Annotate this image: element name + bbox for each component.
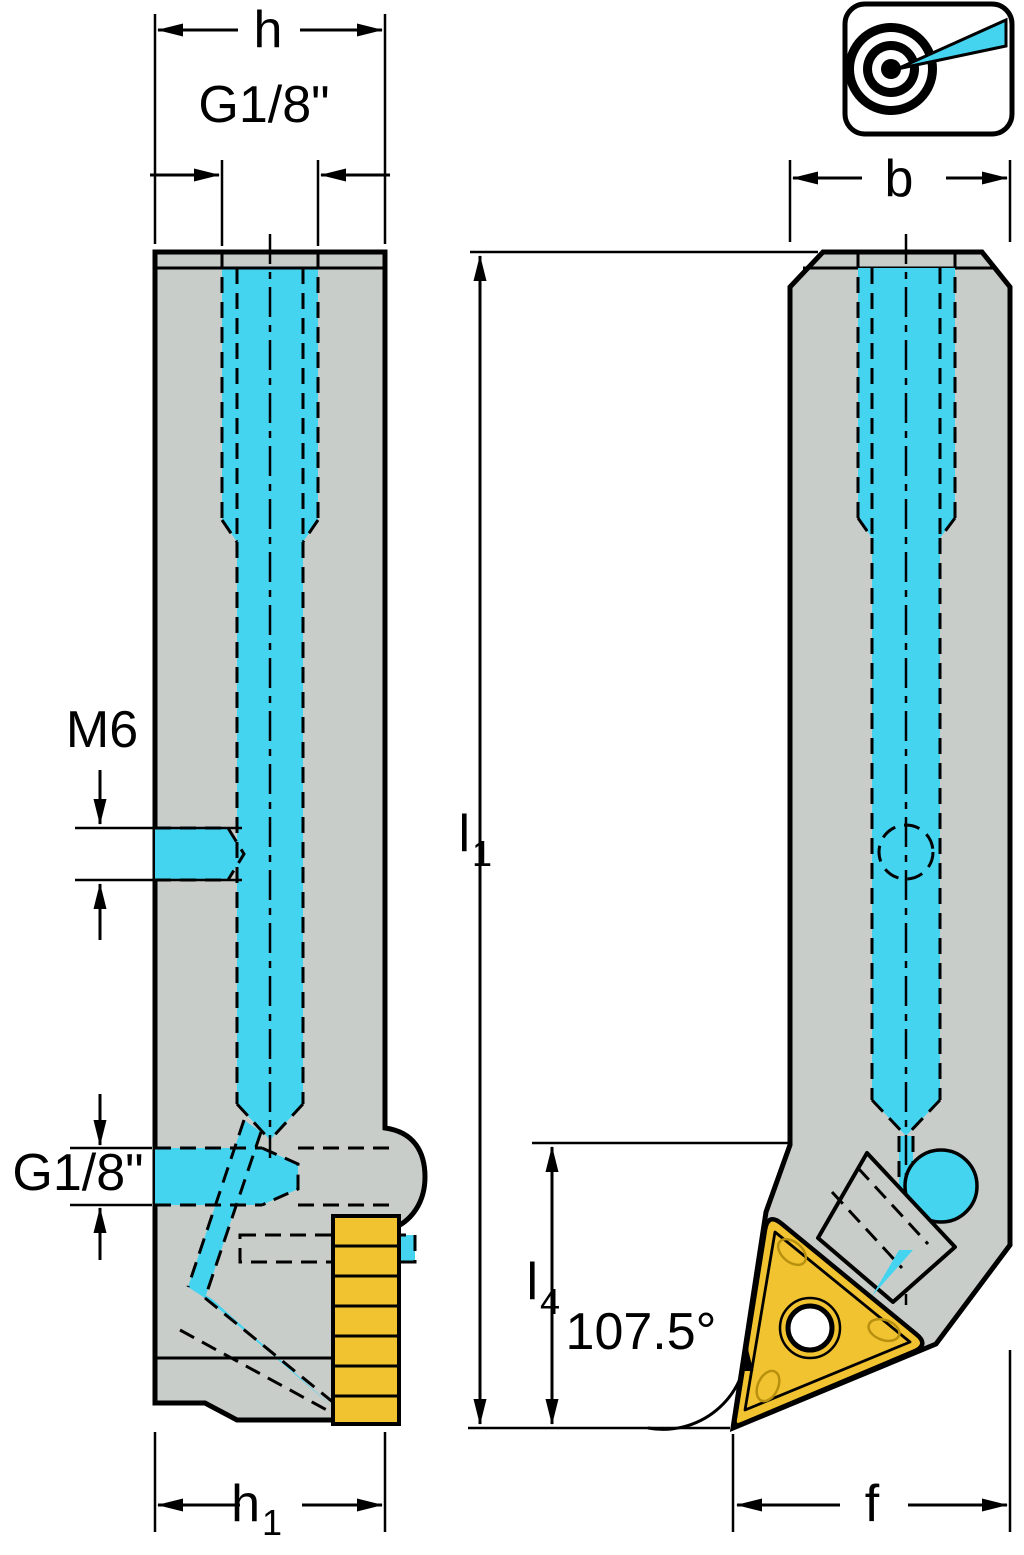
dim-label-h1-sub: 1: [262, 1502, 282, 1543]
coolant-jet-icon: [896, 17, 1008, 71]
clamp-wedge: [816, 1151, 957, 1304]
target-icon: [845, 23, 937, 115]
angle-arc: [647, 1345, 754, 1431]
dim-label-angle: 107.5°: [566, 1303, 717, 1361]
dim-label-m6: M6: [66, 701, 138, 759]
dim-label-l1-sub: 1: [472, 833, 492, 874]
insert-side-view: [331, 1214, 401, 1426]
dim-label-b: b: [885, 150, 914, 208]
side-view: [152, 234, 428, 1426]
coolant-outlet-bore: [903, 1148, 979, 1224]
dimension-lines: h G1/8" M6 G1/8" h 1 b l 1 l 4 107.5° f: [12, 1, 1012, 1543]
insert-front-view: [732, 1216, 925, 1428]
insert-screw-hole: [785, 1303, 835, 1353]
m6-side-port: [155, 828, 244, 880]
hidden-edges-side: [155, 252, 417, 1416]
dim-label-h: h: [254, 1, 283, 59]
dim-label-g18-side: G1/8": [12, 1144, 143, 1202]
dim-label-l1: l: [458, 805, 470, 863]
dim-label-l4-sub: 4: [540, 1281, 560, 1322]
dim-label-l4: l: [526, 1253, 538, 1311]
precision-coolant-icon: [842, 1, 1015, 137]
dim-label-g18-top: G1/8": [198, 76, 329, 134]
dim-label-h1: h: [231, 1475, 260, 1533]
coolant-jet-front: [872, 1250, 913, 1296]
dim-label-f: f: [865, 1475, 880, 1533]
front-view: [729, 234, 1013, 1433]
clamp-hidden-edges: [830, 1166, 930, 1270]
